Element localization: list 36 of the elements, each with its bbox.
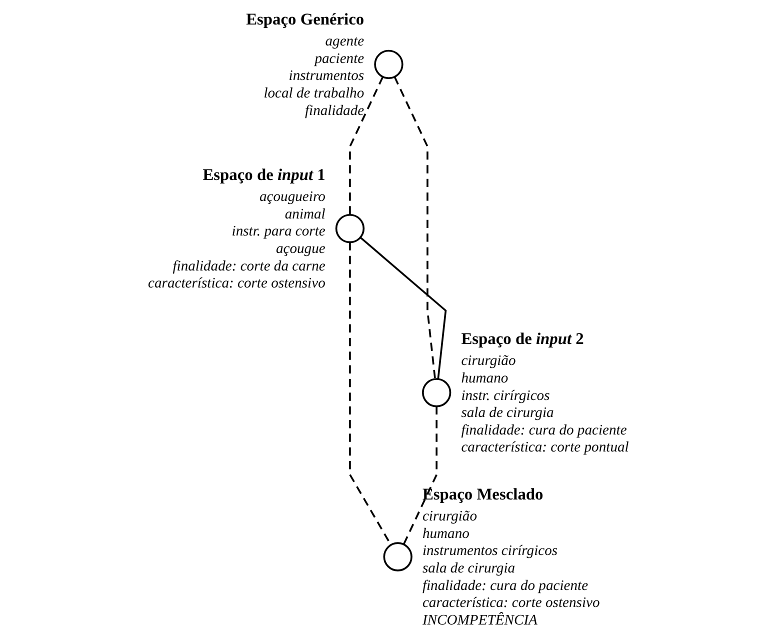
circle-node bbox=[383, 542, 412, 572]
feature-text: finalidade: cura do paciente bbox=[461, 422, 627, 438]
feature-text: INCOMPETÊNCIA bbox=[422, 612, 538, 629]
feature-text: açougue bbox=[276, 240, 326, 257]
feature-text: cirurgião bbox=[461, 353, 516, 370]
circle-node bbox=[335, 214, 365, 244]
feature-text: finalidade: cura do paciente bbox=[422, 578, 588, 594]
feature-text: característica: corte pontual bbox=[461, 440, 629, 456]
feature-text: instr. cirírgicos bbox=[461, 388, 550, 404]
dashed-line bbox=[394, 76, 436, 380]
feature-text: característica: corte ostensivo bbox=[422, 595, 600, 612]
dashed-line bbox=[349, 76, 384, 215]
space-title: Espaço de input 2 bbox=[461, 329, 584, 348]
feature-text: paciente bbox=[314, 50, 364, 67]
space-title: Espaço Genérico bbox=[246, 10, 364, 29]
feature-text: humano bbox=[461, 370, 508, 386]
feature-text: agente bbox=[325, 34, 364, 50]
feature-text: humano bbox=[422, 526, 470, 542]
feature-text: sala de cirurgia bbox=[422, 560, 516, 577]
feature-text: instr. para corte bbox=[232, 224, 326, 240]
feature-text: cirurgião bbox=[422, 508, 477, 525]
feature-text: finalidade: corte da carne bbox=[172, 258, 326, 274]
feature-text: animal bbox=[284, 206, 326, 222]
feature-text: sala de cirurgia bbox=[461, 405, 554, 422]
space-title: Espaço de input 1 bbox=[202, 165, 326, 184]
circle-node bbox=[422, 378, 452, 408]
connector-line bbox=[360, 236, 447, 380]
feature-text: finalidade bbox=[304, 102, 364, 119]
feature-text: açougueiro bbox=[260, 189, 326, 205]
feature-text: instrumentos cirírgicos bbox=[422, 543, 558, 560]
circle-node bbox=[374, 50, 404, 80]
feature-text: local de trabalho bbox=[264, 86, 364, 102]
feature-text: característica: corte ostensivo bbox=[148, 276, 326, 292]
space-title: Espaço Mesclado bbox=[422, 484, 544, 504]
feature-text: instrumentos bbox=[288, 68, 364, 84]
dashed-line bbox=[402, 406, 438, 545]
